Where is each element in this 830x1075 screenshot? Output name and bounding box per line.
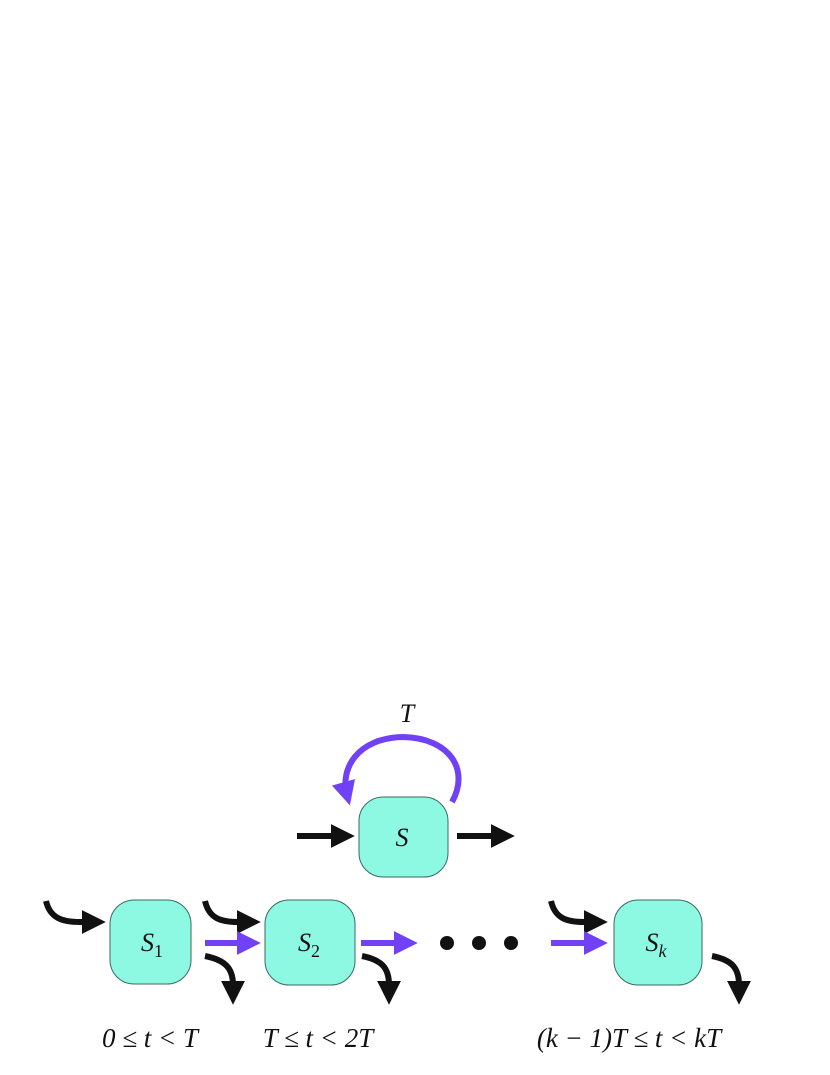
state-box-sk	[613, 899, 703, 986]
state-box-s	[358, 796, 449, 878]
s2-input-arrow	[202, 900, 261, 934]
loop-period-label: T	[400, 699, 416, 728]
interval-label-2: T ≤ t < 2T	[263, 1023, 376, 1053]
state-label-sk: Sk	[646, 928, 668, 961]
unrolled-chain: S1 S2 Sk 0 ≤ t < T T ≤ t < 2T (k − 1)T ≤…	[43, 899, 751, 1053]
ellipsis-dots	[440, 936, 518, 950]
recurrent-system: T S	[297, 699, 515, 878]
state-box-s1	[109, 899, 192, 985]
s1-input-arrow	[43, 900, 106, 934]
sk-input-arrow	[548, 900, 608, 934]
interval-label-1: 0 ≤ t < T	[102, 1023, 200, 1053]
sk-output-arrow	[711, 953, 751, 1005]
state-label-s: S	[396, 823, 409, 852]
s1-output-arrow	[204, 953, 245, 1005]
state-label-s2: S2	[298, 928, 320, 961]
state-label-s1: S1	[141, 928, 163, 961]
s2-output-arrow	[361, 953, 401, 1005]
self-loop-arrow	[331, 733, 462, 806]
state-box-s2	[264, 899, 356, 986]
interval-label-k: (k − 1)T ≤ t < kT	[537, 1023, 723, 1053]
